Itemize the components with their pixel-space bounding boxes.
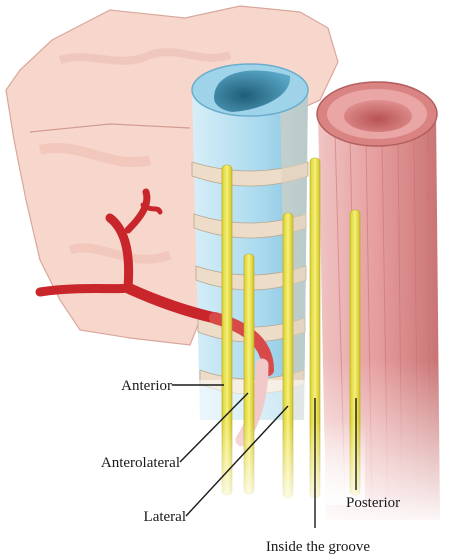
- label-anterolateral: Anterolateral: [101, 455, 180, 471]
- label-lateral: Lateral: [144, 509, 186, 525]
- label-posterior: Posterior: [346, 495, 400, 511]
- label-inside-groove: Inside the groove: [266, 539, 370, 555]
- label-anterior: Anterior: [121, 378, 172, 394]
